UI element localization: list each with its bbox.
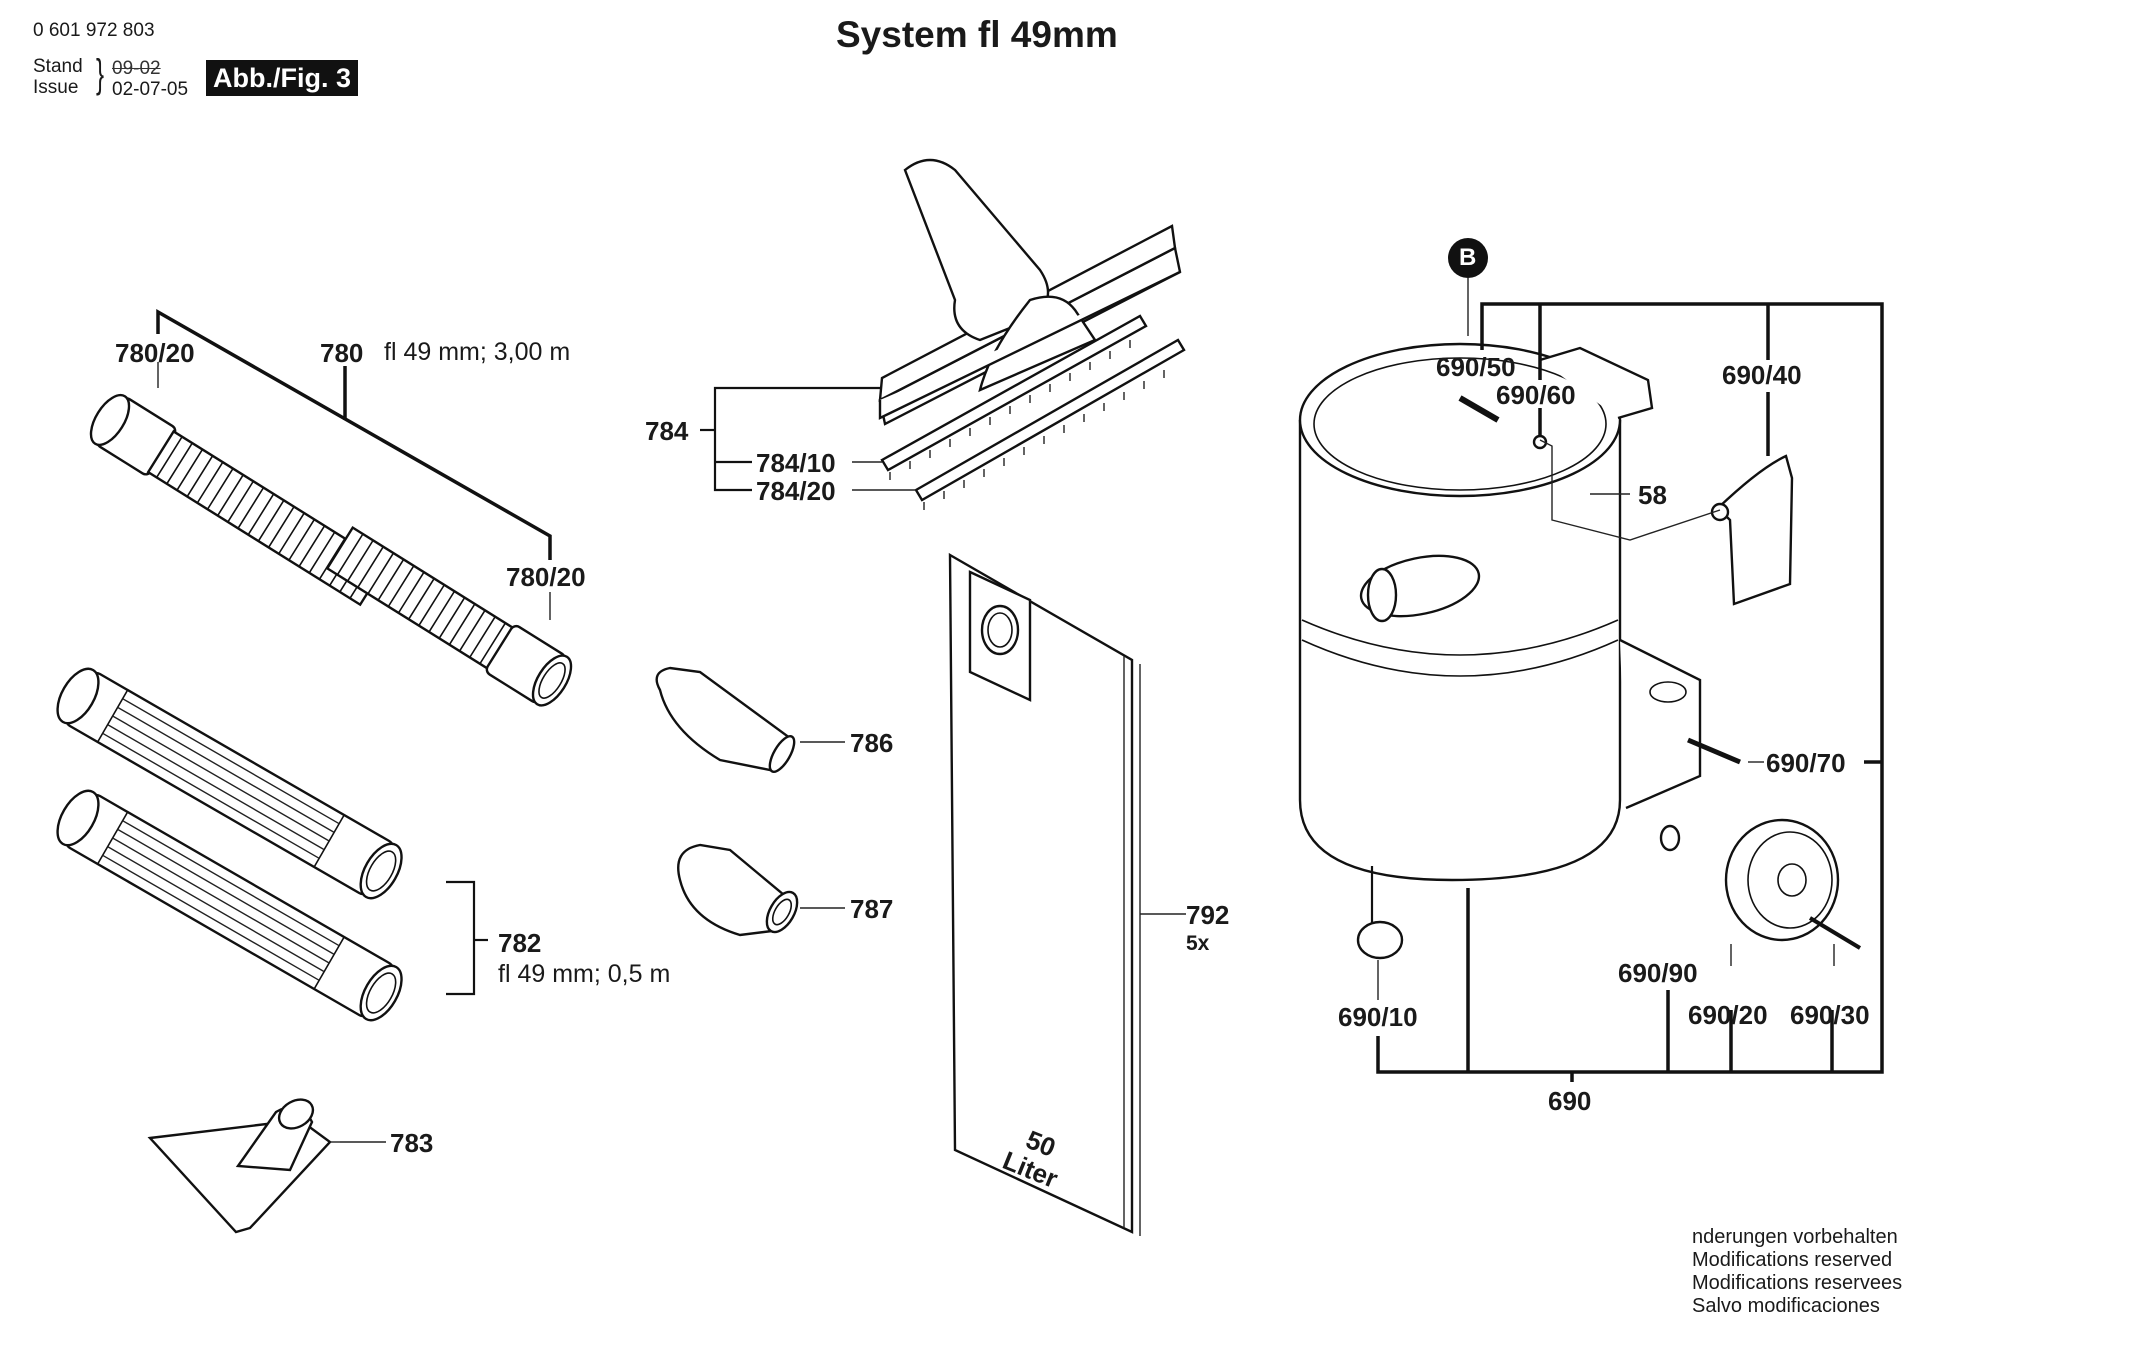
callout-690-10[interactable]: 690/10 (1338, 1002, 1418, 1032)
callout-787[interactable]: 787 (850, 894, 894, 924)
issue-date: 02-07-05 (112, 79, 189, 100)
callout-784[interactable]: 784 (645, 416, 689, 446)
callout-690[interactable]: 690 (1548, 1086, 1592, 1116)
callout-58[interactable]: 58 (1638, 480, 1667, 510)
hose-780-drawing (89, 308, 573, 707)
marker-b-circle (1448, 238, 1488, 278)
nozzle-783-drawing (147, 1098, 386, 1234)
callout-784-10[interactable]: 784/10 (756, 448, 836, 478)
callout-783[interactable]: 783 (390, 1128, 434, 1158)
stand-issue-labels: Stand Issue (33, 56, 83, 98)
callout-780-20-top[interactable]: 780/20 (115, 338, 195, 368)
issue-dates: 09-02 02-07-05 (112, 58, 188, 100)
part-number: 0 601 972 803 (33, 20, 155, 41)
leader-780-bracket (156, 308, 552, 560)
spec-780: fl 49 mm; 3,00 m (384, 338, 571, 366)
figure-badge: Abb./Fig. 3 (206, 60, 358, 96)
vacuum-690-drawing (1298, 238, 1884, 1082)
old-date: 09-02 (112, 58, 161, 79)
adapter-787-drawing (677, 843, 845, 937)
notice-de: nderungen vorbehalten (1692, 1226, 1898, 1248)
modifications-notice: nderungen vorbehalten Modifications rese… (1692, 1226, 1902, 1318)
stand-label: Stand (33, 56, 83, 77)
tubes-782-drawing (56, 667, 488, 1022)
leader-782-bracket (446, 880, 476, 996)
notice-fr: Modifications reservees (1692, 1272, 1903, 1294)
callout-792[interactable]: 792 (1186, 900, 1230, 930)
nozzle-784-drawing (700, 158, 1186, 510)
adapter-786-drawing (655, 666, 845, 773)
callout-786[interactable]: 786 (850, 728, 894, 758)
notice-en: Modifications reserved (1692, 1249, 1893, 1271)
callout-690-90[interactable]: 690/90 (1618, 958, 1698, 988)
callout-780-20-bottom[interactable]: 780/20 (506, 562, 586, 592)
callout-784-20[interactable]: 784/20 (756, 476, 836, 506)
notice-es: Salvo modificaciones (1692, 1295, 1880, 1317)
brace-icon: } (96, 52, 105, 96)
filter-bag-792-drawing (948, 552, 1186, 1236)
callout-690-70[interactable]: 690/70 (1766, 748, 1846, 778)
issue-label: Issue (33, 77, 79, 98)
leader-784-bracket (713, 386, 880, 492)
callout-690-20[interactable]: 690/20 (1688, 1000, 1768, 1030)
page-title: System fl 49mm (836, 14, 1118, 55)
spec-782: fl 49 mm; 0,5 m (498, 960, 671, 988)
callout-690-60[interactable]: 690/60 (1496, 380, 1576, 410)
callout-690-50[interactable]: 690/50 (1436, 352, 1516, 382)
callout-690-40[interactable]: 690/40 (1722, 360, 1802, 390)
callout-690-30[interactable]: 690/30 (1790, 1000, 1870, 1030)
callout-782[interactable]: 782 (498, 928, 542, 958)
marker-b-label: B (1459, 244, 1477, 271)
leader-690-frame (1376, 302, 1884, 1074)
callout-780[interactable]: 780 (320, 338, 364, 368)
quantity-792: 5x (1186, 932, 1210, 955)
